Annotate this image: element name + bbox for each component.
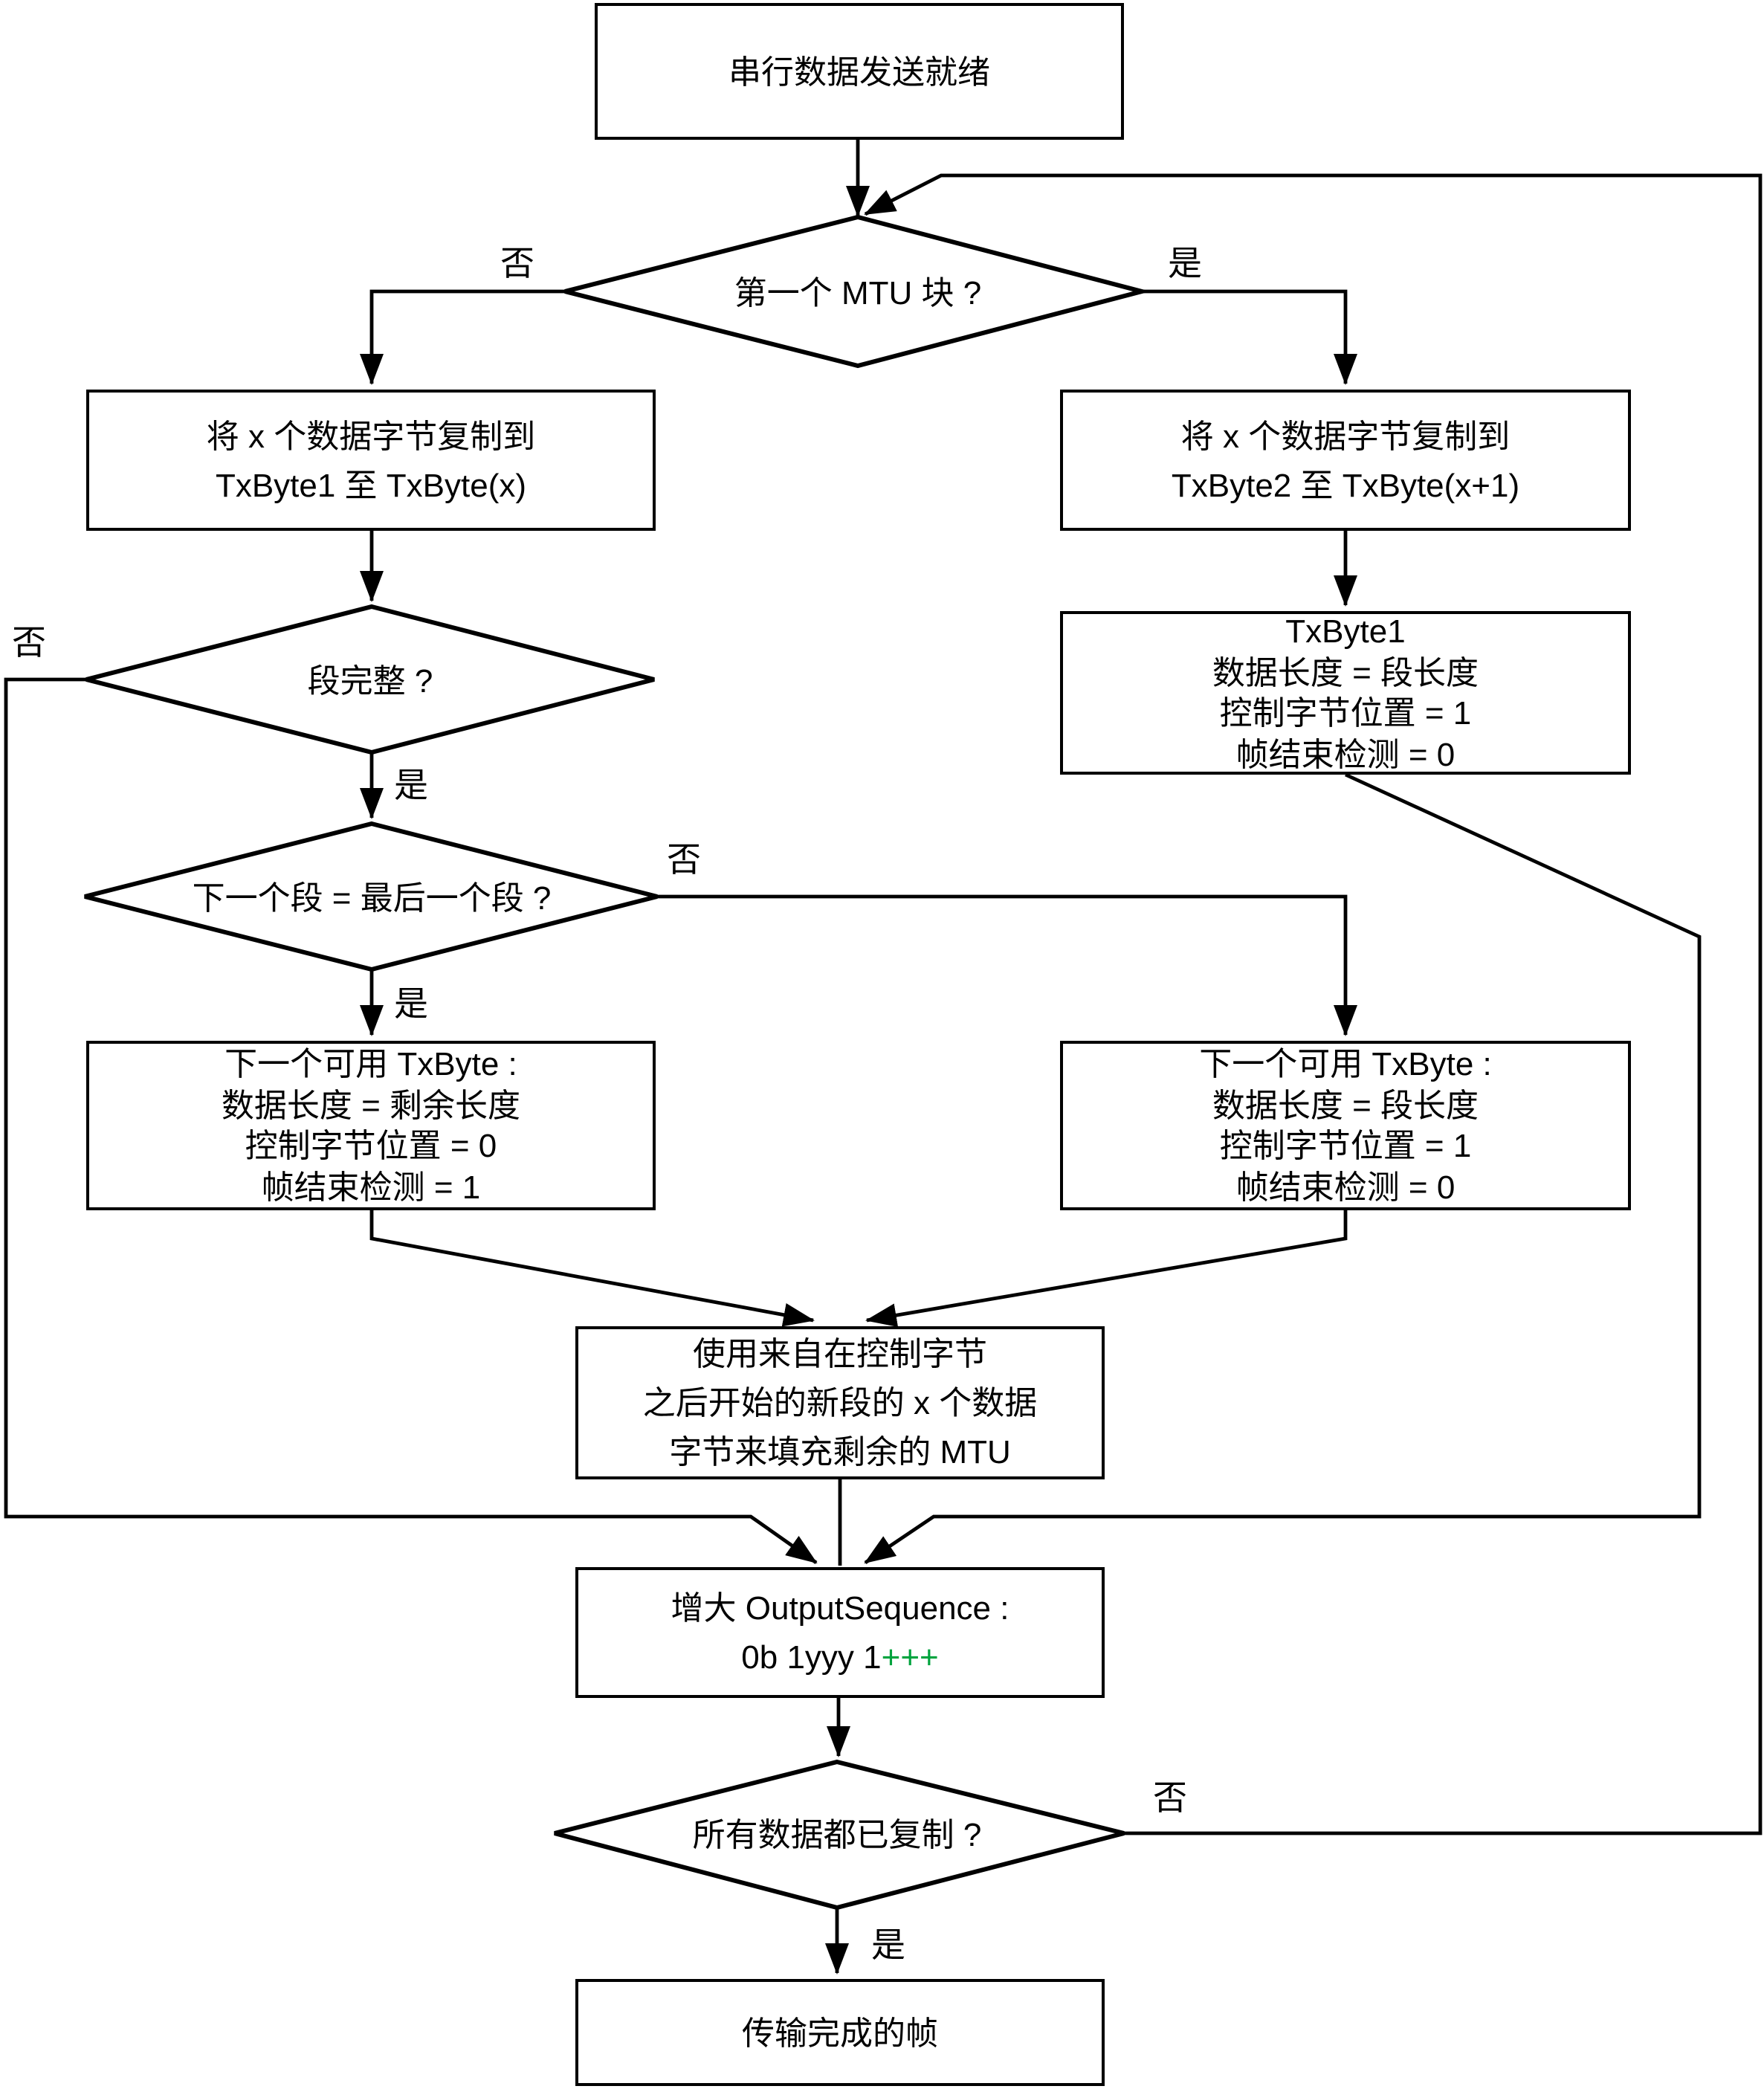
edge-all-copied-no-loop: [864, 173, 1763, 1835]
branch-all-copied-no: 否: [1153, 1778, 1187, 1817]
edge-first-mtu-no: [360, 289, 565, 385]
decision-all-copied-shape: [554, 1759, 1125, 1911]
branch-all-copied-yes: 是: [871, 1925, 905, 1964]
edge-next-left-to-fill-mtu: [369, 1210, 815, 1327]
branch-segment-complete-no: 否: [12, 623, 46, 662]
node-txbyte1: TxByte1 数据长度 = 段长度 控制字节位置 = 1 帧结束检测 = 0: [1060, 611, 1631, 775]
branch-next-last-yes: 是: [394, 984, 428, 1023]
decision-first-mtu-shape: [564, 214, 1151, 369]
branch-segment-complete-yes: 是: [394, 766, 428, 804]
increment-line2-prefix: 0b 1yyy 1: [741, 1638, 882, 1676]
node-copy-left: 将 x 个数据字节复制到 TxByte1 至 TxByte(x): [86, 390, 656, 531]
branch-next-last-no: 否: [667, 840, 701, 879]
decision-next-segment-last-shape: [84, 821, 658, 972]
edge-segment-complete-no: [4, 677, 818, 1564]
edge-txbyte1-to-increment: [864, 772, 1702, 1564]
edge-first-mtu-yes: [1142, 289, 1357, 385]
edge-next-last-no: [657, 894, 1357, 1036]
node-increment-output-sequence: 增大 OutputSequence : 0b 1yyy 1+++: [575, 1567, 1105, 1698]
decision-next-segment-last-label: 下一个段 = 最后一个段 ?: [192, 879, 552, 917]
decision-all-copied-label: 所有数据都已复制 ?: [692, 1816, 982, 1853]
branch-first-mtu-yes: 是: [1168, 244, 1202, 282]
node-end: 传输完成的帧: [575, 1979, 1105, 2086]
decision-segment-complete-shape: [85, 604, 655, 755]
edge-next-right-to-fill-mtu: [865, 1210, 1348, 1328]
decision-segment-complete-label: 段完整 ?: [307, 662, 433, 700]
increment-line2: 0b 1yyy 1+++: [741, 1633, 938, 1682]
increment-line1: 增大 OutputSequence :: [671, 1589, 1009, 1627]
node-fill-mtu: 使用来自在控制字节 之后开始的新段的 x 个数据 字节来填充剩余的 MTU: [575, 1326, 1105, 1479]
node-next-txbyte-right: 下一个可用 TxByte : 数据长度 = 段长度 控制字节位置 = 1 帧结束…: [1060, 1041, 1631, 1210]
increment-line2-highlight: +++: [881, 1638, 939, 1676]
node-copy-right: 将 x 个数据字节复制到 TxByte2 至 TxByte(x+1): [1060, 390, 1631, 531]
node-next-txbyte-left: 下一个可用 TxByte : 数据长度 = 剩余长度 控制字节位置 = 0 帧结…: [86, 1041, 656, 1210]
node-start: 串行数据发送就绪: [595, 3, 1124, 140]
decision-first-mtu-label: 第一个 MTU 块 ?: [734, 274, 982, 311]
branch-first-mtu-no: 否: [500, 244, 534, 282]
